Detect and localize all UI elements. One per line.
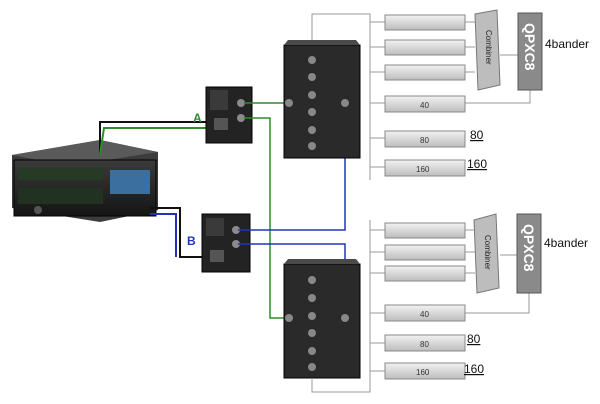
radio-display bbox=[110, 170, 150, 194]
band-160-bottom-ext-label: 160 bbox=[464, 362, 484, 376]
combiner-bottom-label: Combiner bbox=[483, 235, 492, 270]
band-160-top-ext-label: 160 bbox=[467, 157, 487, 171]
bottom-amplifier-stack bbox=[384, 222, 466, 380]
switch-box-a bbox=[205, 86, 253, 144]
top-distribution-lines bbox=[311, 13, 531, 180]
top-amplifier-stack bbox=[384, 14, 466, 177]
amplifier-40-bottom bbox=[384, 304, 466, 322]
bottom-distribution-lines bbox=[311, 220, 530, 393]
band-40-bottom-label: 40 bbox=[420, 310, 429, 319]
amplifier-160-bottom bbox=[384, 362, 466, 380]
combiner-bottom: Combiner bbox=[473, 213, 500, 294]
antenna-switch-bottom bbox=[283, 259, 361, 379]
qpxc8-bottom-label: QPXC8 bbox=[521, 224, 537, 272]
amplifier-40-top bbox=[384, 95, 466, 113]
band-160-top-amp-label: 160 bbox=[416, 165, 430, 174]
fourbander-bottom-label: 4bander bbox=[544, 236, 588, 250]
fourbander-top-label: 4bander bbox=[545, 37, 589, 51]
link-a-label: A bbox=[193, 111, 202, 125]
amplifier-160-top bbox=[384, 159, 466, 177]
antenna-switch-top bbox=[283, 40, 361, 159]
band-160-bottom-amp-label: 160 bbox=[416, 368, 430, 377]
combiner-top-label: Combiner bbox=[484, 30, 493, 65]
band-80-top-amp-label: 80 bbox=[420, 136, 429, 145]
amplifier-80-bottom bbox=[384, 334, 466, 352]
combiner-top: Combiner bbox=[474, 9, 501, 91]
qpxc8-top-label: QPXC8 bbox=[522, 23, 538, 71]
transceiver bbox=[12, 140, 158, 222]
band-80-top-ext-label: 80 bbox=[470, 128, 484, 142]
band-80-bottom-amp-label: 80 bbox=[420, 340, 429, 349]
switch-box-b bbox=[201, 213, 251, 273]
link-b-label: B bbox=[187, 234, 196, 248]
qpxc8-bottom: QPXC8 bbox=[516, 213, 542, 294]
band-40-top-label: 40 bbox=[420, 101, 429, 110]
qpxc8-top: QPXC8 bbox=[517, 12, 543, 91]
amplifier-80-top bbox=[384, 130, 466, 148]
band-80-bottom-ext-label: 80 bbox=[467, 332, 481, 346]
